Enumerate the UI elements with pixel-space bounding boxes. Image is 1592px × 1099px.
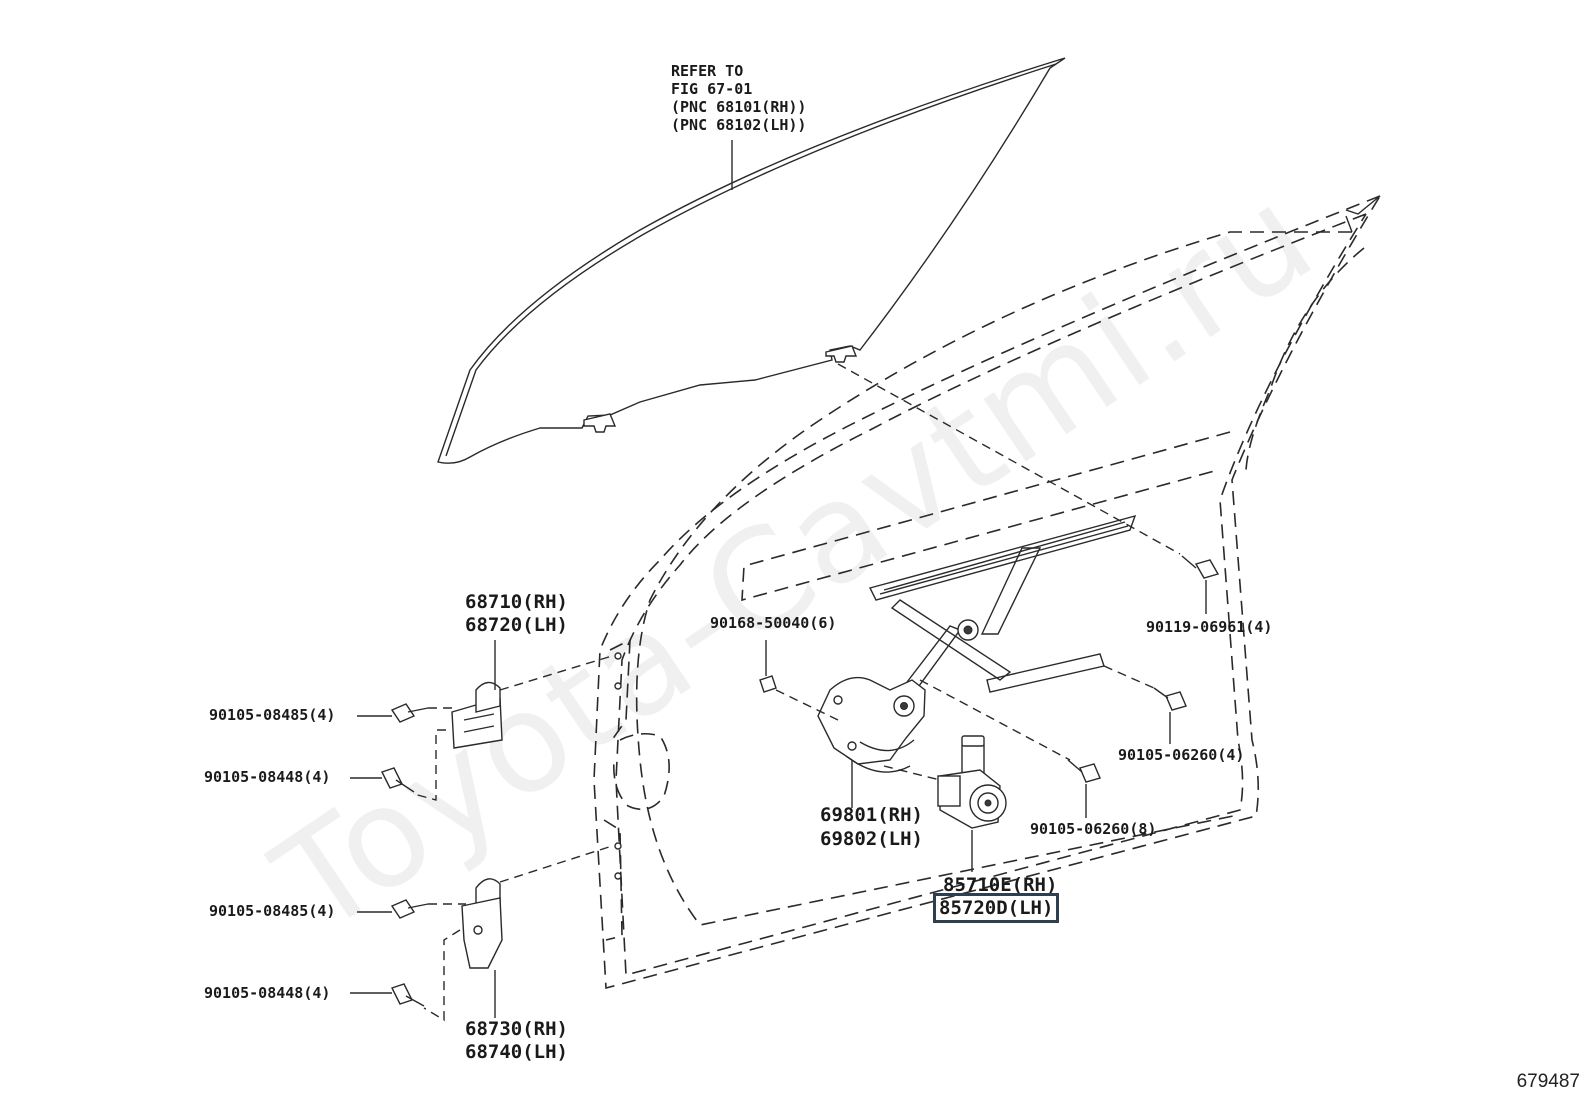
label-bolt-glass[interactable]: 90119-06961(4) bbox=[1146, 618, 1273, 636]
label-bolt-rail[interactable]: 90105-06260(4) bbox=[1118, 746, 1245, 764]
bolt-upper-a[interactable] bbox=[390, 703, 429, 723]
label-regulator-lh[interactable]: 69802(LH) bbox=[820, 828, 923, 850]
label-hinge-lower-lh[interactable]: 68740(LH) bbox=[465, 1041, 568, 1063]
window-regulator-rail[interactable] bbox=[868, 514, 1137, 693]
leader-lines bbox=[350, 140, 1207, 1022]
label-screw-regulator[interactable]: 90168-50040(6) bbox=[710, 614, 837, 632]
reference-note-line3: (PNC 68101(RH)) bbox=[671, 98, 807, 116]
label-motor-lh-highlighted[interactable]: 85720D(LH) bbox=[933, 893, 1060, 923]
bolt-rail[interactable] bbox=[1153, 687, 1187, 711]
reference-note-line4: (PNC 68102(LH)) bbox=[671, 116, 807, 134]
label-regulator-rh[interactable]: 69801(RH) bbox=[820, 804, 923, 826]
figure-number: 679487 bbox=[1516, 1071, 1580, 1092]
door-outline bbox=[593, 195, 1381, 990]
upper-hinge[interactable] bbox=[451, 681, 503, 749]
bolt-lower-b[interactable] bbox=[391, 983, 425, 1007]
bolt-glass[interactable] bbox=[1181, 555, 1220, 579]
lower-hinge[interactable] bbox=[461, 878, 503, 969]
label-bolt-upper-a[interactable]: 90105-08485(4) bbox=[209, 706, 336, 724]
label-motor-rh[interactable]: 85710E(RH) bbox=[943, 874, 1058, 896]
label-bolt-lower-a[interactable]: 90105-08485(4) bbox=[209, 902, 336, 920]
label-bolt-motor[interactable]: 90105-06260(8) bbox=[1030, 820, 1157, 838]
label-hinge-lower-rh[interactable]: 68730(RH) bbox=[465, 1018, 568, 1040]
reference-note-line2: FIG 67-01 bbox=[671, 80, 753, 98]
bolt-upper-b[interactable] bbox=[381, 767, 415, 793]
bolt-motor[interactable] bbox=[1067, 759, 1101, 783]
regulator-bracket[interactable] bbox=[817, 676, 926, 773]
label-hinge-upper-lh[interactable]: 68720(LH) bbox=[465, 614, 568, 636]
label-bolt-lower-b[interactable]: 90105-08448(4) bbox=[204, 984, 331, 1002]
window-motor[interactable] bbox=[937, 735, 1007, 829]
label-bolt-upper-b[interactable]: 90105-08448(4) bbox=[204, 768, 331, 786]
label-hinge-upper-rh[interactable]: 68710(RH) bbox=[465, 591, 568, 613]
window-glass[interactable] bbox=[437, 57, 1066, 464]
bolt-lower-a[interactable] bbox=[390, 899, 429, 919]
screw-regulator[interactable] bbox=[759, 675, 777, 693]
reference-note-line1: REFER TO bbox=[671, 62, 744, 80]
